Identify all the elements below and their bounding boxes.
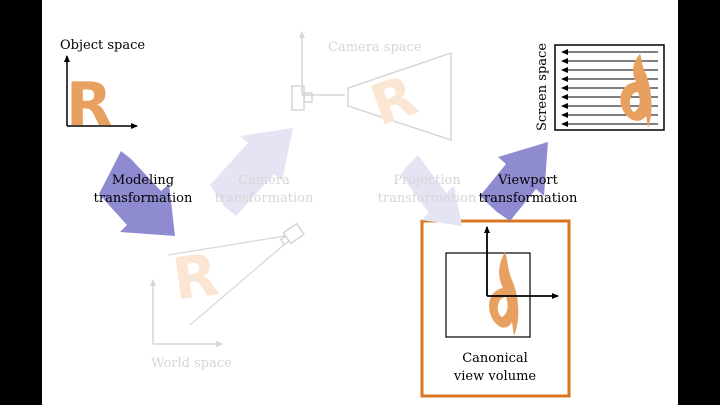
object-space-label: Object space xyxy=(60,38,145,53)
canonical-volume-group: Canonical view volume xyxy=(420,219,571,398)
highlight-box xyxy=(420,219,571,398)
screen-frame xyxy=(554,44,665,131)
world-frustum-bottom xyxy=(189,242,287,326)
camera-space-group: Camera space R xyxy=(291,31,452,142)
camera-space-label: Camera space xyxy=(328,40,422,55)
projection-label-line2: transformation xyxy=(378,191,477,206)
world-space-label: World space xyxy=(151,356,232,371)
modeling-label-line2: transformation xyxy=(94,191,193,206)
viewport-arrow xyxy=(480,142,548,221)
canonical-label-line1: Canonical xyxy=(462,351,528,366)
camera-label-line2: transformation xyxy=(215,191,314,206)
world-space-group: World space R xyxy=(150,222,306,371)
object-r-glyph: R xyxy=(66,70,112,140)
object-space-group: Object space R xyxy=(60,38,145,140)
screen-r-shape xyxy=(620,54,652,128)
canonical-label-line2: view volume xyxy=(453,369,536,384)
screen-space-label: Screen space xyxy=(535,43,550,131)
projection-arrow xyxy=(401,155,462,226)
canonical-r-shape xyxy=(489,252,519,336)
modeling-label-line1: Modeling xyxy=(112,173,174,188)
world-camera-icon xyxy=(279,222,306,246)
world-r-glyph: R xyxy=(168,240,222,314)
camera-lens-icon xyxy=(303,92,313,103)
camera-label-line1: Camera xyxy=(238,173,290,188)
modeling-arrow xyxy=(99,151,175,236)
projection-label-line1: Projection xyxy=(393,173,461,188)
screen-space-group: Screen space xyxy=(535,43,665,131)
world-frustum-top xyxy=(167,235,286,256)
canonical-cube xyxy=(445,252,531,338)
viewport-label-line2: transformation xyxy=(479,191,578,206)
camera-arrow xyxy=(210,128,293,216)
camera-frustum xyxy=(347,51,452,142)
viewport-label-line1: Viewport xyxy=(497,173,559,188)
